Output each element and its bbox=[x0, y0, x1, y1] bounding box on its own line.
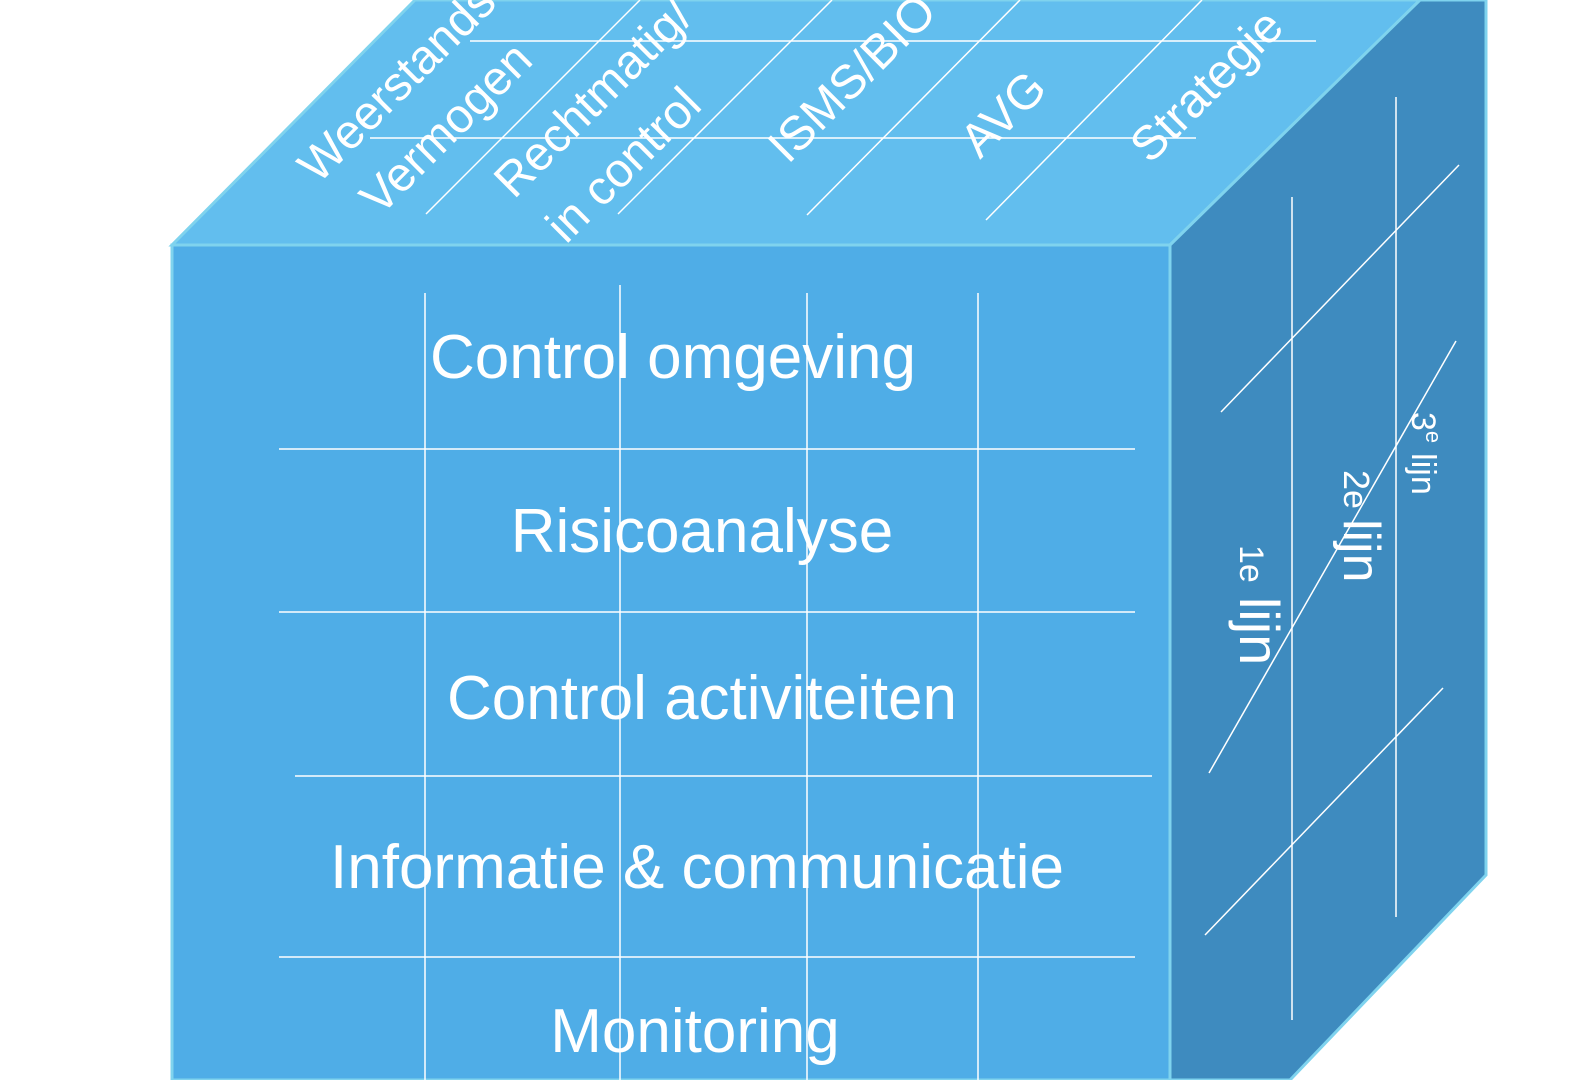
top-grid-diagonal bbox=[425, 0, 641, 215]
top-grid-diagonal bbox=[985, 0, 1203, 221]
top-grid-diagonal bbox=[617, 0, 833, 215]
side-line-number: 1 bbox=[1232, 545, 1270, 564]
svg-text:1elijn: 1e lijn bbox=[1228, 545, 1291, 665]
side-grid-diagonal bbox=[1204, 687, 1444, 936]
side-grid bbox=[1204, 97, 1460, 1020]
side-line-label-2: 2e lijn bbox=[1332, 470, 1390, 583]
side-line-sup: e bbox=[1232, 564, 1270, 583]
side-labels: 3elijn 2elijn 1elijn bbox=[1228, 412, 1446, 665]
side-line-label-1: 1e lijn bbox=[1228, 545, 1291, 665]
front-row-label: Informatie & communicatie bbox=[330, 833, 1064, 902]
svg-text:3elijn: 3e lijn bbox=[1404, 412, 1446, 495]
front-grid bbox=[279, 285, 1152, 1080]
front-row-label: Control omgeving bbox=[430, 323, 916, 392]
front-row-label: Monitoring bbox=[550, 997, 839, 1066]
side-line-label-3: 3e lijn bbox=[1404, 412, 1446, 495]
side-line-sup: e bbox=[1421, 431, 1446, 443]
front-labels: Control omgeving Risicoanalyse Control a… bbox=[330, 323, 1064, 1066]
top-grid bbox=[370, 0, 1316, 221]
side-grid-diagonal bbox=[1208, 340, 1457, 774]
side-grid-diagonal bbox=[1220, 164, 1460, 413]
side-line-sup: e bbox=[1336, 490, 1374, 509]
side-line-word: lijn bbox=[1228, 597, 1291, 665]
front-row-label: Risicoanalyse bbox=[511, 497, 894, 566]
side-line-word: lijn bbox=[1404, 453, 1442, 495]
svg-text:2elijn: 2e lijn bbox=[1332, 470, 1390, 583]
side-line-number: 2 bbox=[1336, 470, 1377, 490]
top-grid-diagonal bbox=[806, 0, 1021, 216]
side-line-number: 3 bbox=[1404, 412, 1442, 431]
front-row-label: Control activiteiten bbox=[447, 664, 957, 733]
side-line-word: lijn bbox=[1332, 519, 1390, 583]
